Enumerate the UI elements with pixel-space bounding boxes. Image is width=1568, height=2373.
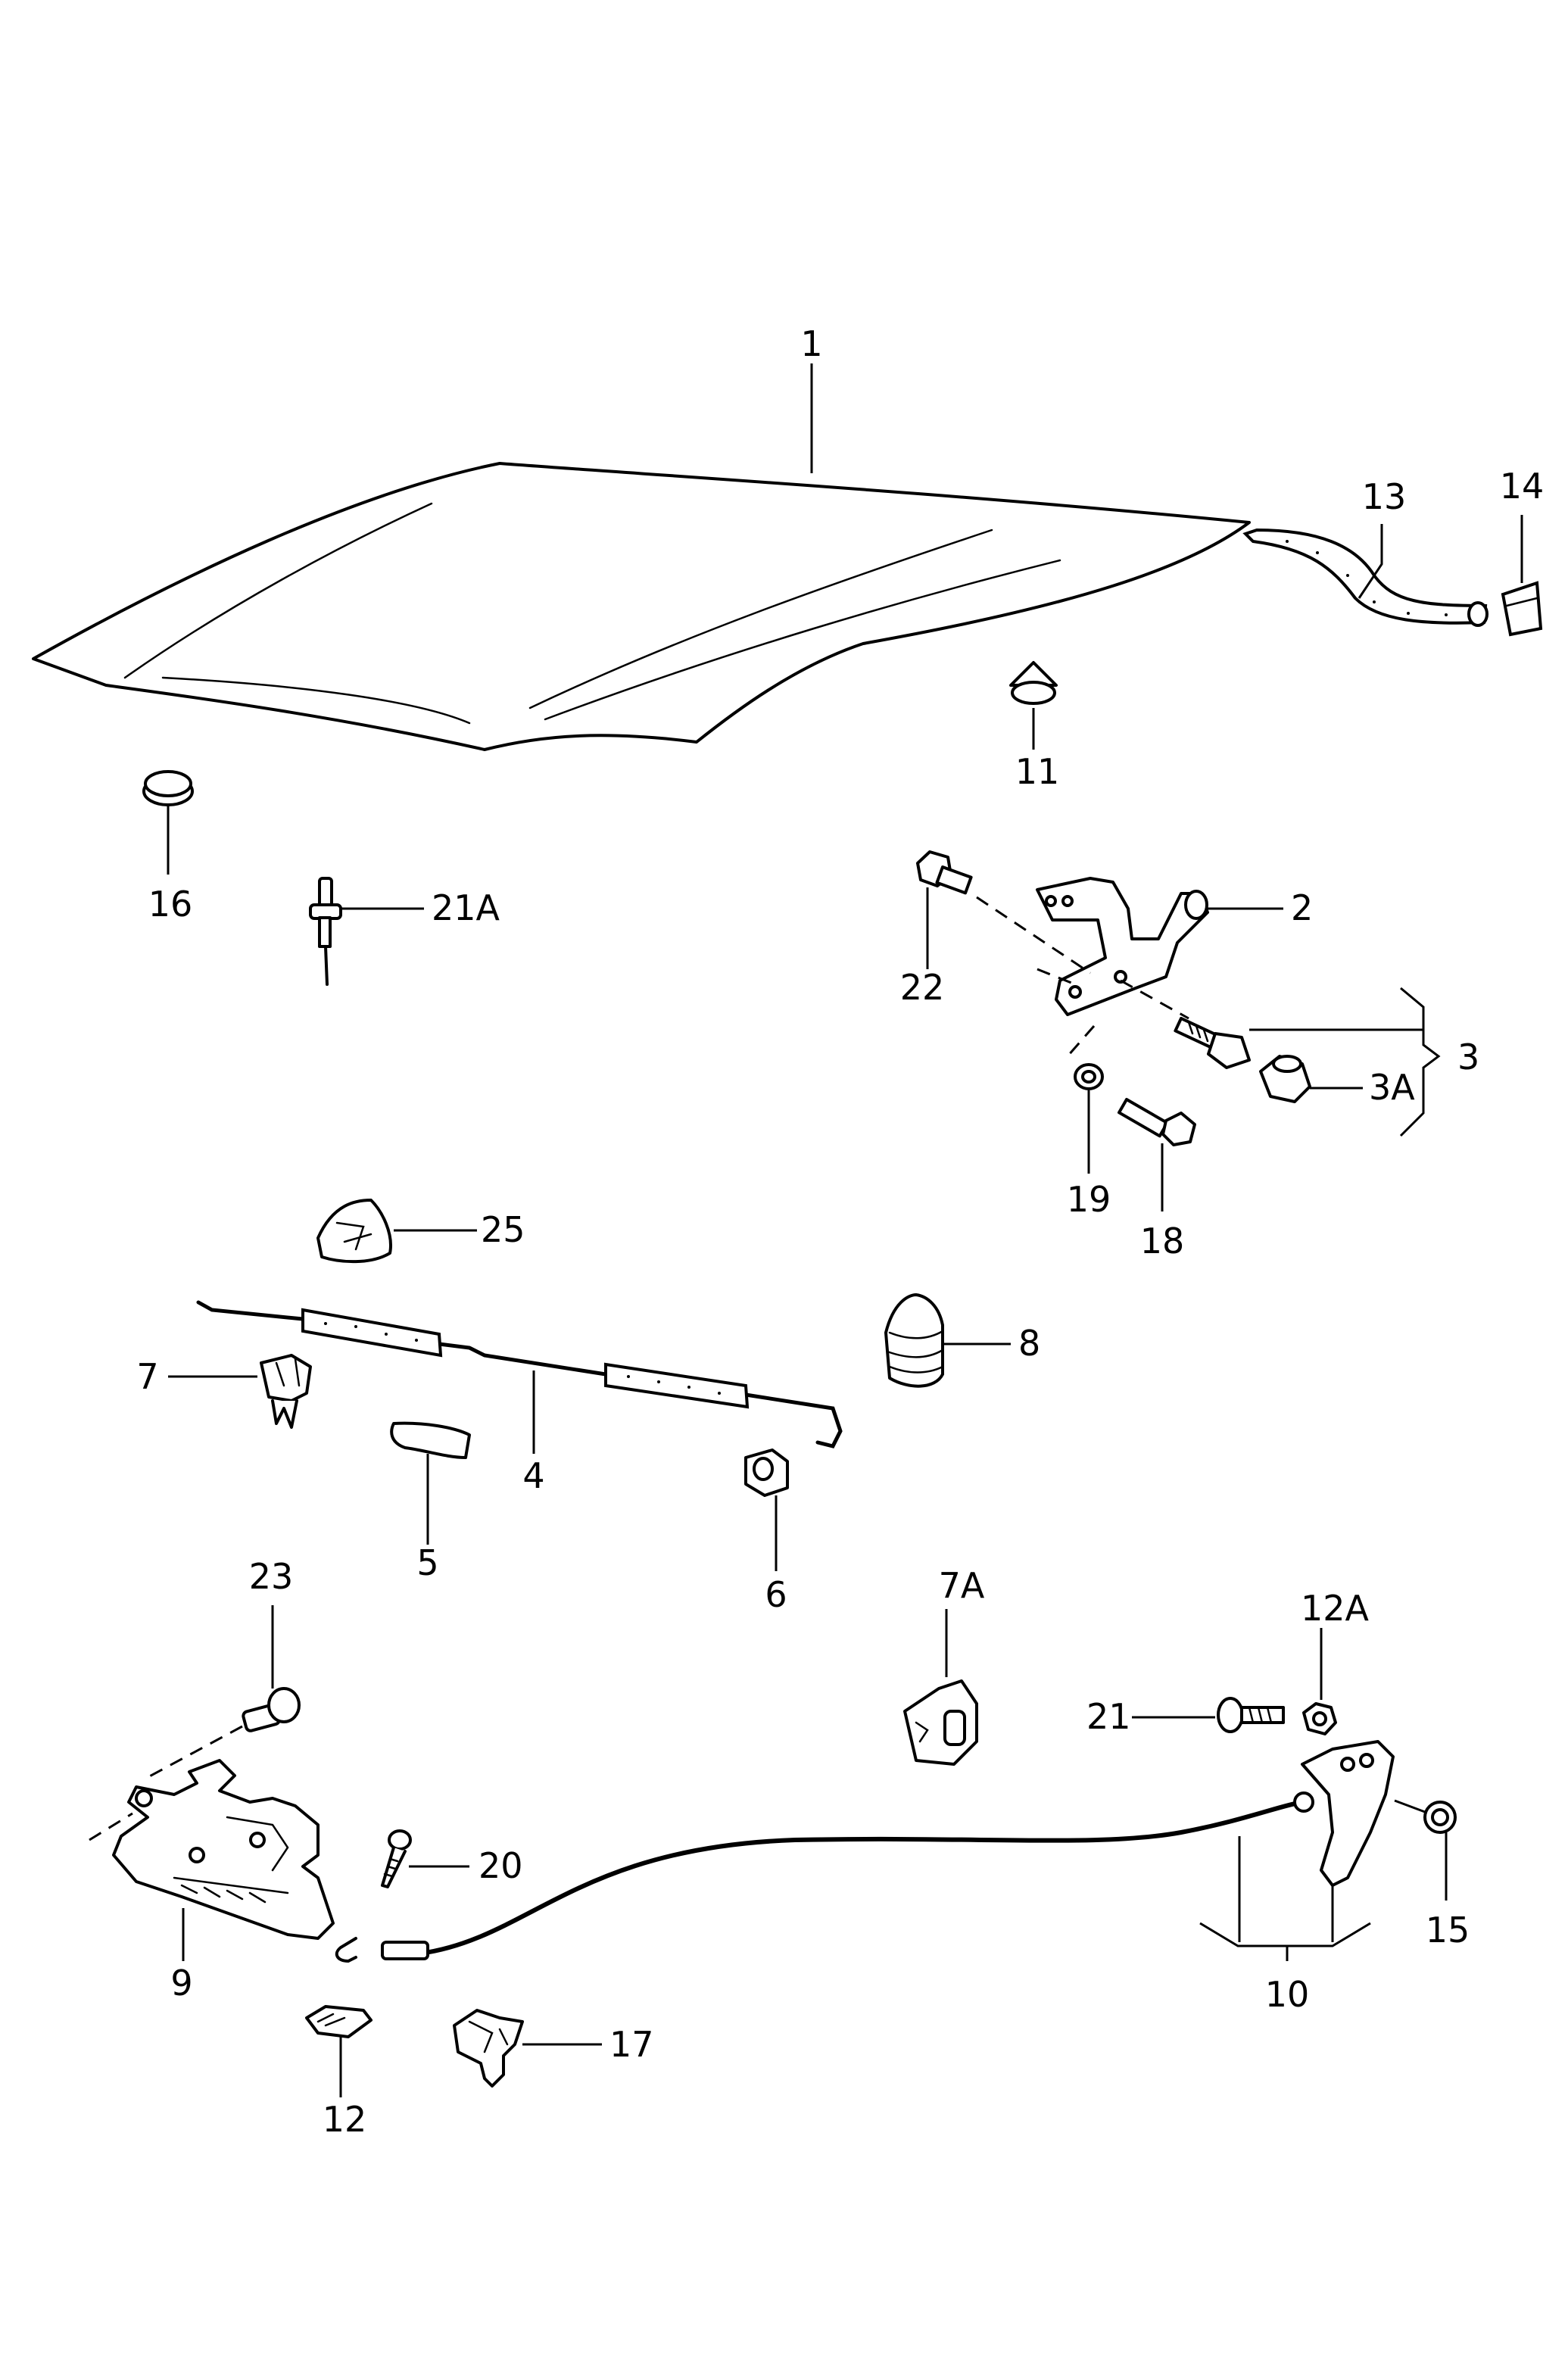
callout-11: 11 bbox=[1015, 751, 1060, 792]
cap-nut bbox=[1259, 1055, 1363, 1103]
callout-3: 3 bbox=[1457, 1037, 1479, 1077]
callout-23: 23 bbox=[249, 1556, 294, 1597]
callout-3-brace bbox=[1399, 987, 1441, 1137]
callout-14: 14 bbox=[1500, 466, 1545, 507]
adjusting-stud bbox=[1174, 1017, 1423, 1069]
callout-8: 8 bbox=[1018, 1323, 1040, 1364]
lock-mounting-bolt bbox=[242, 1605, 301, 1732]
lever-nut bbox=[1302, 1628, 1337, 1735]
hood-seal-strip bbox=[1242, 524, 1489, 627]
hex-bolt bbox=[1118, 1098, 1196, 1211]
assembly-line-bolt bbox=[976, 896, 1091, 974]
assembly-line-washer bbox=[1066, 1025, 1096, 1057]
callout-21A: 21A bbox=[432, 887, 500, 928]
callout-16: 16 bbox=[148, 884, 193, 925]
rubber-grommet bbox=[142, 770, 194, 875]
callout-1: 1 bbox=[800, 323, 822, 364]
callout-20: 20 bbox=[479, 1845, 523, 1886]
lever-bolt bbox=[1132, 1697, 1285, 1733]
washer bbox=[1074, 1063, 1104, 1174]
bump-stop-cone bbox=[1009, 661, 1058, 750]
callout-2: 2 bbox=[1291, 887, 1313, 928]
blind-rivet bbox=[309, 877, 424, 986]
callout-25: 25 bbox=[481, 1209, 525, 1250]
callout-4: 4 bbox=[522, 1455, 544, 1496]
callout-17: 17 bbox=[609, 2024, 654, 2065]
callout-9: 9 bbox=[170, 1963, 192, 2003]
callout-5: 5 bbox=[416, 1542, 438, 1583]
callout-21: 21 bbox=[1086, 1696, 1131, 1737]
callout-7A: 7A bbox=[939, 1565, 985, 1606]
callout-13: 13 bbox=[1362, 476, 1407, 517]
rod-grommet bbox=[744, 1448, 789, 1571]
assembly-line-screw bbox=[1037, 968, 1076, 986]
callout-18: 18 bbox=[1140, 1221, 1185, 1261]
hood-support-rod bbox=[196, 1300, 843, 1454]
callout-10: 10 bbox=[1265, 1974, 1310, 2015]
triangular-clip bbox=[316, 1199, 477, 1264]
callout-15: 15 bbox=[1426, 1910, 1470, 1950]
cable-clip bbox=[453, 2009, 602, 2088]
callout-12: 12 bbox=[323, 2099, 367, 2140]
clip-nut bbox=[305, 2005, 373, 2097]
cable-bracket-clip bbox=[903, 1609, 978, 1766]
hood-hinge bbox=[1036, 877, 1283, 1016]
tapping-screw bbox=[381, 1829, 469, 1888]
assembly-line-lock-bolt bbox=[143, 1725, 243, 1781]
callout-7: 7 bbox=[136, 1356, 158, 1397]
callout-12A: 12A bbox=[1301, 1588, 1370, 1629]
rod-holder-sleeve bbox=[390, 1421, 471, 1545]
lever-plug bbox=[1394, 1799, 1457, 1901]
seal-end-cap bbox=[1501, 515, 1543, 637]
callout-3A: 3A bbox=[1369, 1067, 1415, 1108]
rubber-buffer bbox=[884, 1293, 1011, 1388]
rod-clip bbox=[168, 1354, 312, 1429]
assembly-line-stud bbox=[1120, 979, 1189, 1020]
hood-lock-latch bbox=[112, 1759, 335, 1961]
callout-22: 22 bbox=[900, 967, 945, 1008]
release-cable-lever bbox=[335, 1740, 1395, 1963]
hinge-bolt bbox=[916, 850, 973, 969]
callout-6: 6 bbox=[765, 1574, 787, 1615]
hood-panel bbox=[32, 363, 1251, 751]
assembly-line-lock-left bbox=[89, 1812, 133, 1841]
callout-19: 19 bbox=[1067, 1179, 1111, 1220]
